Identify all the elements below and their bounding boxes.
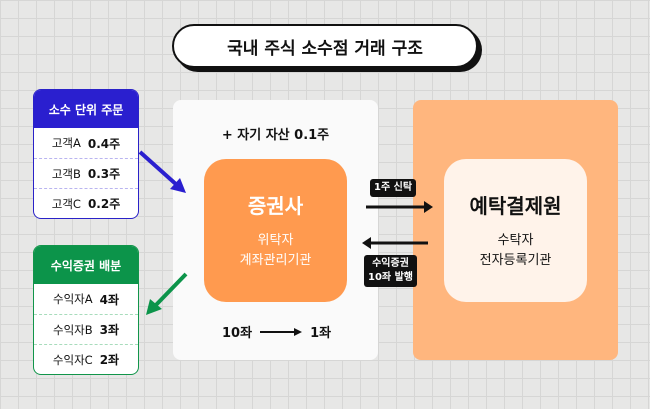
order-card: 소수 단위 주문 고객A 0.4주 고객B 0.3주 고객C 0.2주 (33, 89, 139, 219)
ksd-role: 수탁자 (497, 233, 534, 248)
order-card-header: 소수 단위 주문 (34, 90, 138, 128)
own-asset-label: + 자기 자산 0.1주 (221, 128, 330, 143)
diagram-title: 국내 주식 소수점 거래 구조 (172, 24, 478, 68)
distribution-row: 수익자A 4좌 (34, 284, 138, 314)
units: 4좌 (99, 292, 119, 307)
broker-name: 증권사 (247, 194, 304, 218)
order-row: 고객A 0.4주 (34, 128, 138, 158)
units: 2좌 (99, 353, 120, 367)
ksd-name: 예탁결제원 (469, 194, 562, 218)
distribution-arrow-icon (146, 272, 188, 315)
beneficiary-name: 수익자B (52, 322, 93, 337)
units: 3좌 (99, 323, 120, 337)
beneficiary-name: 수익자A (53, 292, 93, 306)
ksd-box: 예탁결제원 수탁자 전자등록기관 (444, 159, 587, 302)
ksd-role: 전자등록기관 (479, 253, 552, 268)
broker-role: 계좌관리기관 (239, 253, 312, 268)
issue-line1: 수익증권 (372, 258, 409, 269)
customer-name: 고객B (51, 166, 81, 181)
distribution-card: 수익증권 배분 수익자A 4좌 수익자B 3좌 수익자C 2좌 (33, 245, 139, 375)
distribution-card-header: 수익증권 배분 (34, 246, 138, 284)
issue-arrow-icon (362, 237, 428, 249)
issue-line2: 10좌 발행 (368, 272, 413, 283)
customer-name: 고객C (51, 196, 81, 211)
trust-tag: 1주 신탁 (370, 179, 417, 197)
order-row: 고객C 0.2주 (34, 188, 138, 218)
order-qty: 0.4주 (87, 136, 121, 151)
trust-arrow-icon (366, 201, 433, 213)
arrow-right-icon (260, 327, 303, 336)
distribution-row: 수익자C 2좌 (34, 344, 138, 374)
customer-name: 고객A (51, 136, 81, 150)
distribution-row: 수익자B 3좌 (34, 314, 138, 344)
order-row: 고객B 0.3주 (34, 158, 138, 188)
broker-box: 증권사 위탁자 계좌관리기관 (204, 159, 347, 302)
order-qty: 0.2주 (87, 197, 121, 211)
unit-conversion: 10좌 1좌 (222, 322, 331, 341)
order-qty: 0.3주 (87, 167, 121, 181)
conv-from: 10좌 (222, 326, 253, 341)
beneficiary-name: 수익자C (52, 352, 93, 367)
conv-to: 1좌 (310, 326, 332, 341)
issue-tag: 수익증권 10좌 발행 (364, 255, 417, 287)
order-arrow-icon (138, 150, 186, 193)
broker-role: 위탁자 (257, 233, 294, 248)
